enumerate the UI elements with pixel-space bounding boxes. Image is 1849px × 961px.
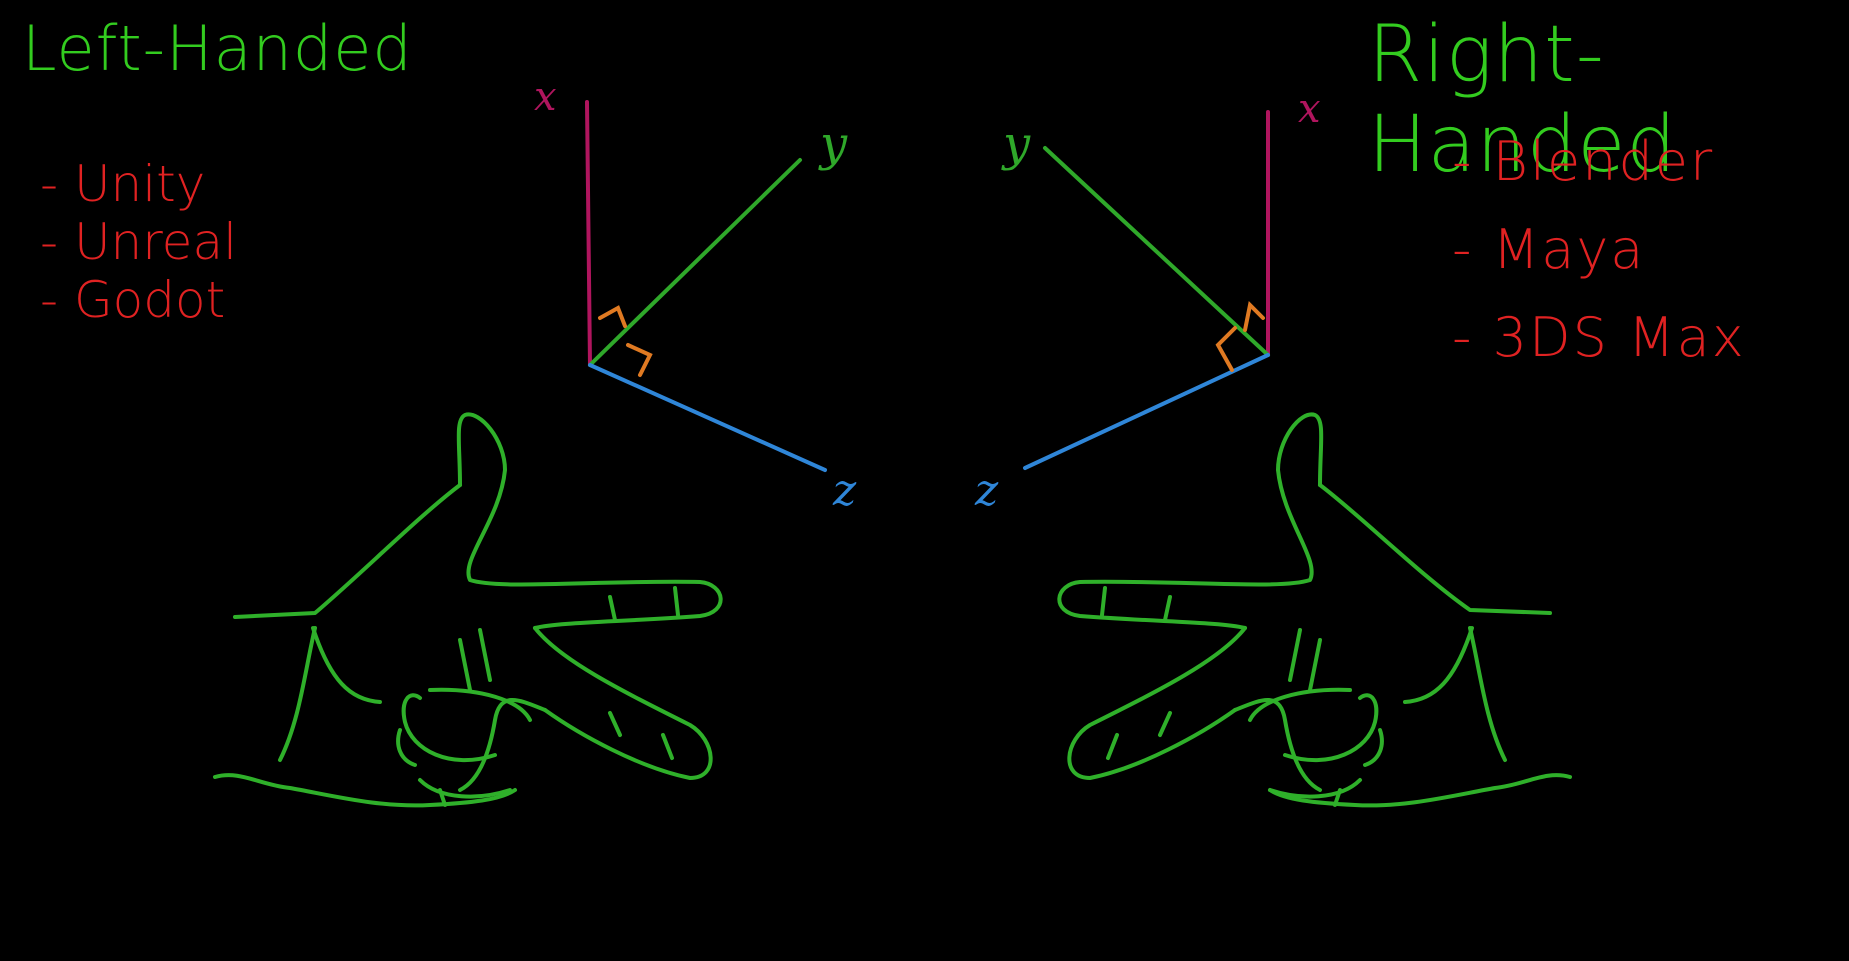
engine-unreal: Unreal: [40, 213, 237, 271]
right-x-label: x: [1298, 86, 1321, 132]
engine-maya: Maya: [1452, 206, 1746, 294]
left-z-label: z: [832, 465, 857, 516]
right-handed-engine-list: Blender Maya 3DS Max: [1452, 118, 1746, 382]
left-right-angle-marker-yz: [626, 343, 653, 377]
left-handed-engine-list: Unity Unreal Godot: [40, 155, 237, 329]
right-z-axis: [1023, 353, 1270, 470]
left-y-axis: [588, 158, 802, 367]
right-hand-illustration: [1057, 412, 1572, 808]
right-right-angle-marker-xy: [1243, 300, 1265, 332]
engine-3ds-max: 3DS Max: [1452, 294, 1746, 382]
left-right-angle-marker-xy: [598, 305, 627, 328]
left-z-axis: [588, 363, 827, 472]
right-y-label: y: [1001, 116, 1031, 172]
engine-unity: Unity: [40, 155, 237, 213]
left-axes: [585, 100, 827, 472]
left-x-axis: [585, 100, 592, 367]
engine-blender: Blender: [1452, 118, 1746, 206]
left-hand-illustration: [213, 412, 723, 808]
left-x-label: x: [534, 74, 557, 120]
right-z-label: z: [974, 465, 999, 516]
right-axes: [1023, 110, 1270, 470]
right-right-angle-marker-yz: [1215, 326, 1237, 372]
right-y-axis: [1043, 146, 1270, 357]
left-y-label: y: [818, 116, 848, 172]
engine-godot: Godot: [40, 271, 237, 329]
left-handed-title: Left-Handed: [22, 12, 413, 85]
